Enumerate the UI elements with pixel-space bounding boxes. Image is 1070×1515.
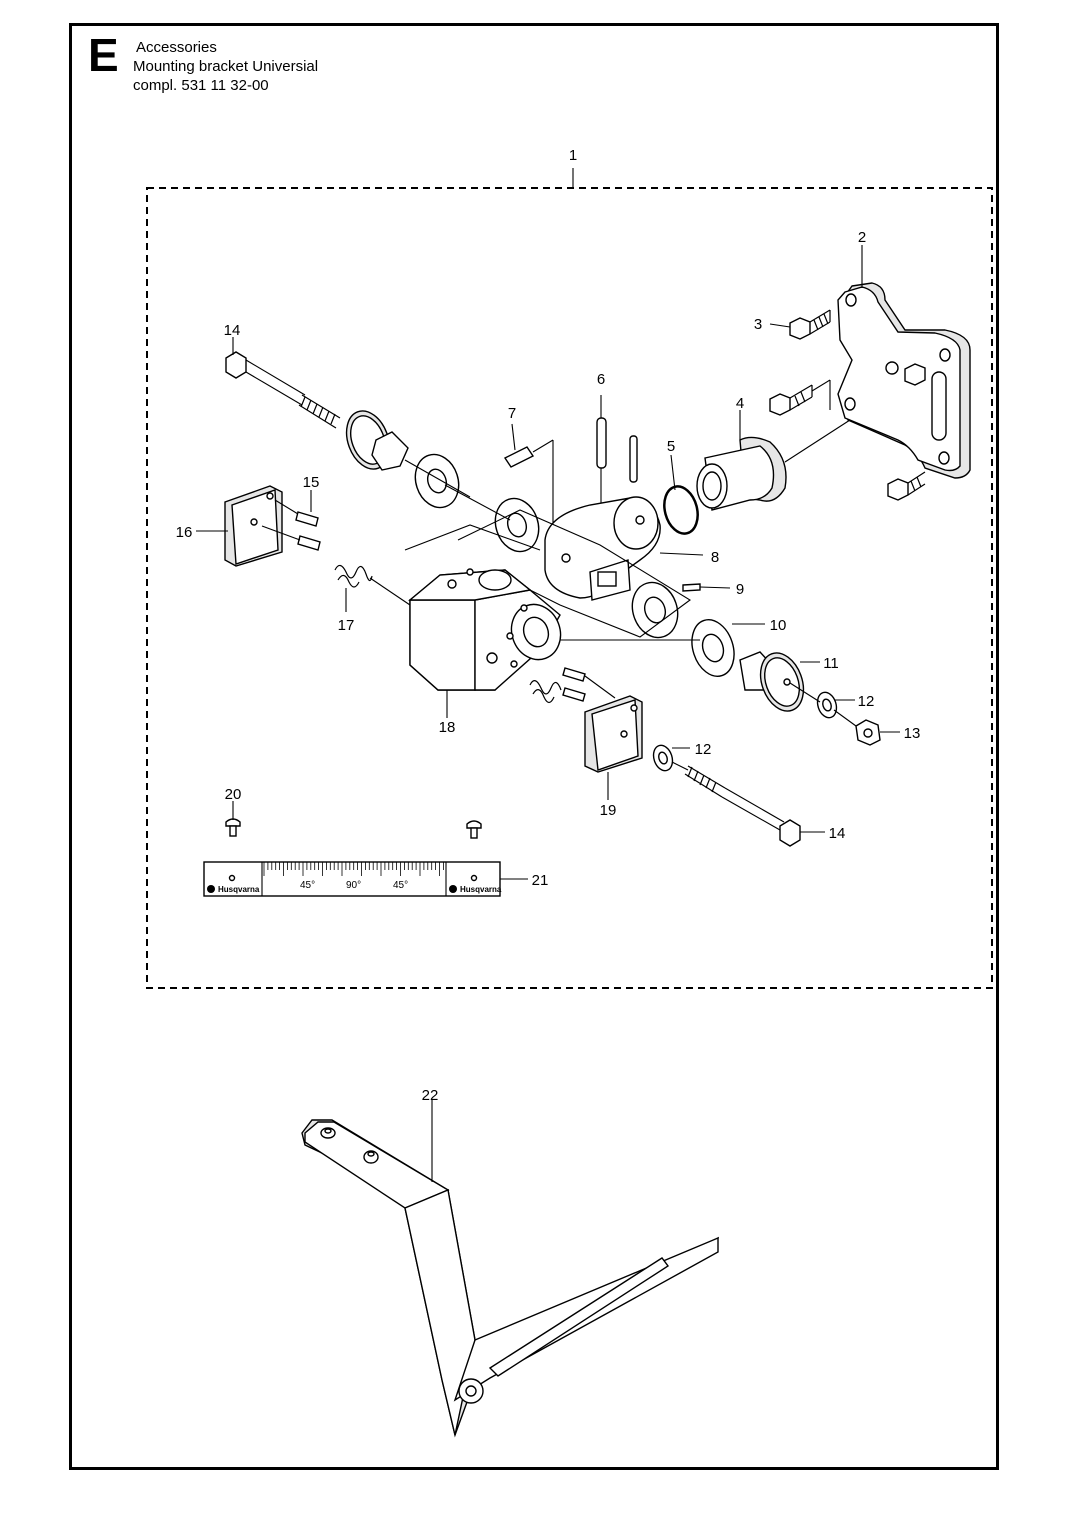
callout-8: 8 [711, 549, 719, 566]
part-2-mounting-plate [837, 282, 971, 479]
part-4-bushing [696, 419, 851, 511]
part-12-washer [652, 682, 838, 772]
kit-boundary [146, 187, 993, 989]
category-label: Accessories [136, 39, 217, 56]
callout-18: 18 [439, 719, 456, 736]
part-number-title: compl. 531 11 32-00 [133, 77, 269, 94]
part-14-lower-bolt [671, 761, 801, 847]
part-5-o-ring [663, 485, 699, 535]
part-3-bolts [769, 309, 926, 501]
part-15-pins [261, 490, 321, 551]
callouts: 1 2 3 4 5 6 7 8 9 10 11 12 12 13 14 14 1… [176, 147, 921, 1104]
part-21-scale: Husqvarna Husqvarna 45° 90° 45° [203, 861, 528, 897]
section-letter: E [88, 29, 119, 81]
part-17-spring [334, 564, 411, 612]
callout-15: 15 [303, 474, 320, 491]
scale-ticks [263, 862, 444, 876]
part-17-spring-right [529, 667, 616, 704]
callout-14-lower: 14 [829, 825, 846, 842]
callout-22: 22 [422, 1087, 439, 1104]
part-20-screws [225, 818, 482, 839]
leader-lines [196, 245, 900, 833]
scale-label-90: 90° [346, 880, 361, 891]
scale-logo-right: Husqvarna [460, 885, 502, 894]
housing-washers [404, 497, 691, 639]
callout-12-upper: 12 [858, 693, 875, 710]
callout-9: 9 [736, 581, 744, 598]
callout-12-lower: 12 [695, 741, 712, 758]
callout-11: 11 [823, 655, 839, 672]
callout-13: 13 [904, 725, 921, 742]
callout-6: 6 [597, 371, 605, 388]
page-frame [69, 23, 999, 1470]
part-16-pad [224, 485, 283, 567]
callout-5: 5 [667, 438, 675, 455]
part-11-knob [560, 639, 805, 712]
callout-21: 21 [532, 872, 549, 889]
part-13-nut [833, 709, 881, 746]
part-14-upper-bolt [225, 351, 511, 521]
part-9-screw [682, 583, 731, 592]
callout-17: 17 [338, 617, 355, 634]
scale-label-45-left: 45° [300, 880, 315, 891]
callout-3: 3 [754, 316, 762, 333]
callout-1: 1 [569, 147, 577, 164]
callout-19: 19 [600, 802, 617, 819]
callout-20: 20 [225, 786, 242, 803]
part-6-pins [596, 395, 638, 505]
callout-10: 10 [770, 617, 787, 634]
callout-4: 4 [736, 395, 744, 412]
part-10-washer [691, 619, 735, 677]
callout-16: 16 [176, 524, 193, 541]
callout-2: 2 [858, 229, 866, 246]
part-19-pad [584, 695, 643, 773]
part-22-guide-arm [301, 1100, 719, 1438]
assembly-title: Mounting bracket Universial [133, 58, 319, 75]
part-18-main-block [408, 568, 562, 691]
callout-14-upper: 14 [224, 322, 241, 339]
part-8-swivel-housing [544, 496, 704, 601]
callout-7: 7 [508, 405, 516, 422]
page-heading: Accessories Mounting bracket Universial … [133, 38, 318, 95]
scale-logo-left: Husqvarna [218, 885, 260, 894]
scale-label-45-right: 45° [393, 880, 408, 891]
